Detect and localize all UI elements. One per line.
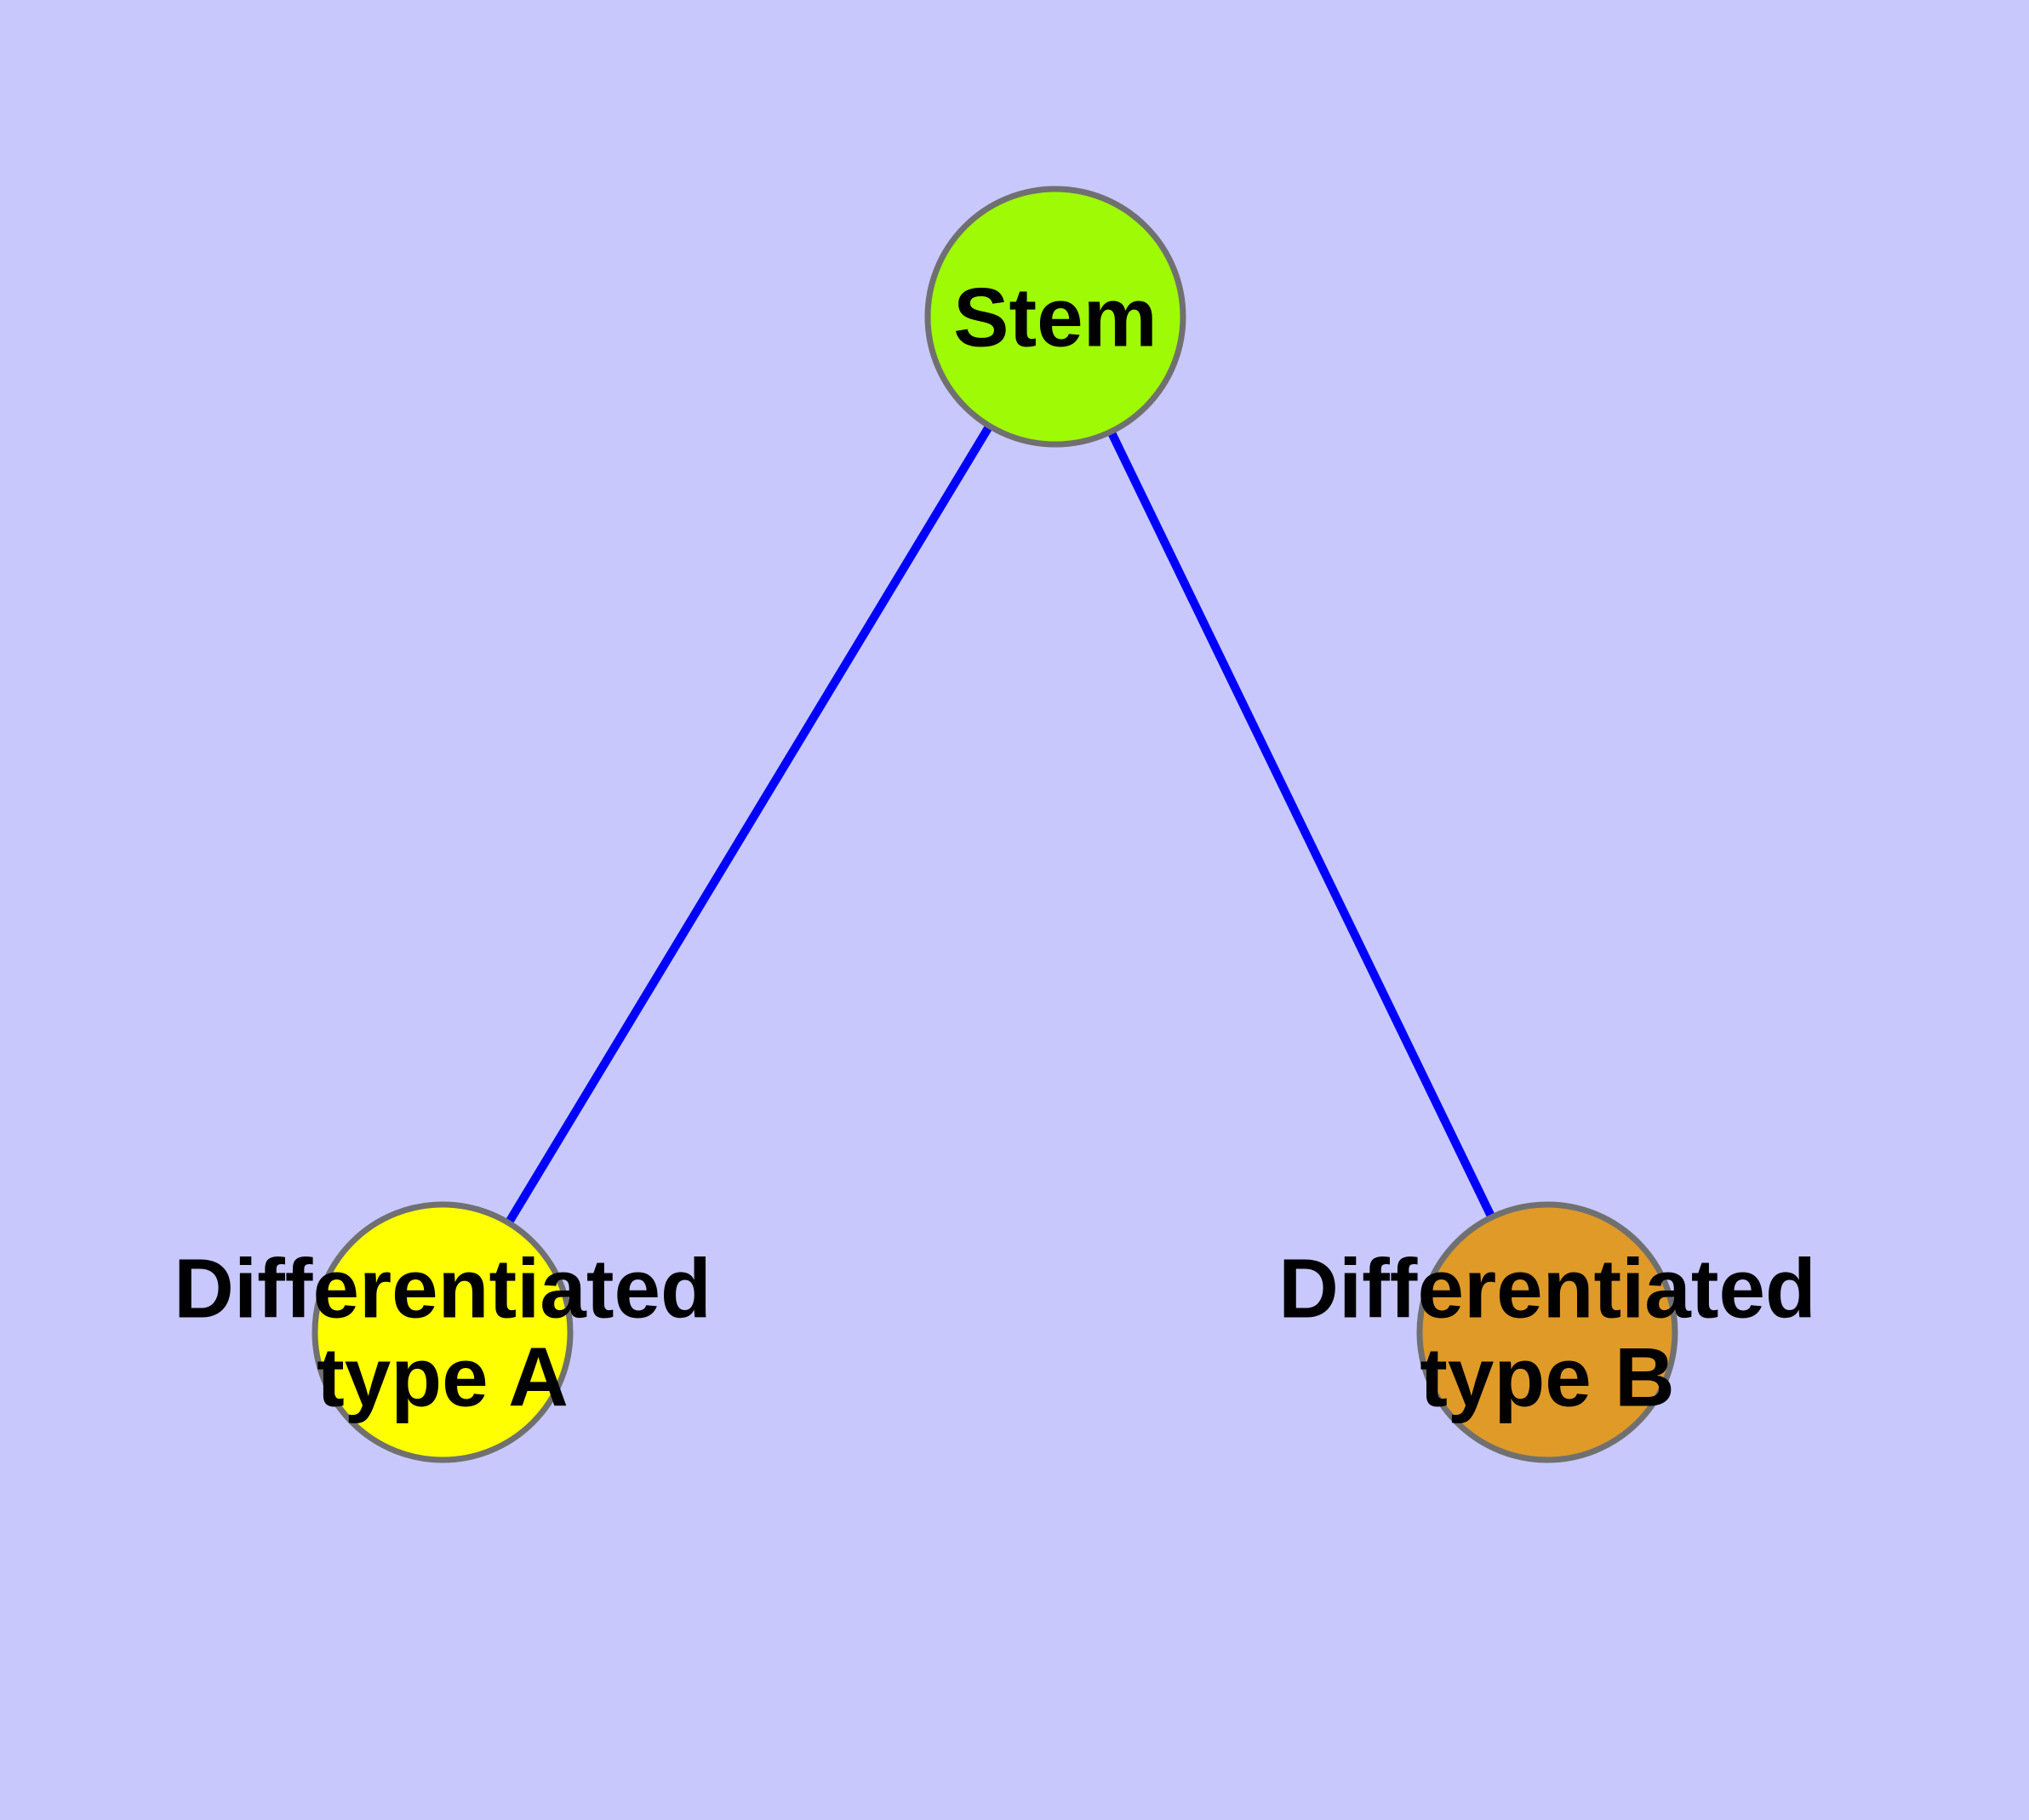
node-label-line: type A [317,1330,569,1423]
node-label-stem: Stem [953,270,1157,363]
node-label-line: Stem [953,270,1157,363]
node-label-line: type B [1420,1330,1675,1423]
node-circle-diff_b[interactable] [1416,1201,1678,1463]
node-circle-diff_a[interactable] [311,1201,574,1463]
node-label-line: Differentiated [1278,1241,1816,1335]
node-label-line: Differentiated [174,1241,712,1335]
edge-stem-b[interactable] [1106,428,1496,1221]
nodes-layer [311,186,1678,1463]
edge-stem-a[interactable] [504,422,994,1227]
edges-layer [504,422,1496,1227]
node-circle-stem[interactable] [924,186,1186,448]
